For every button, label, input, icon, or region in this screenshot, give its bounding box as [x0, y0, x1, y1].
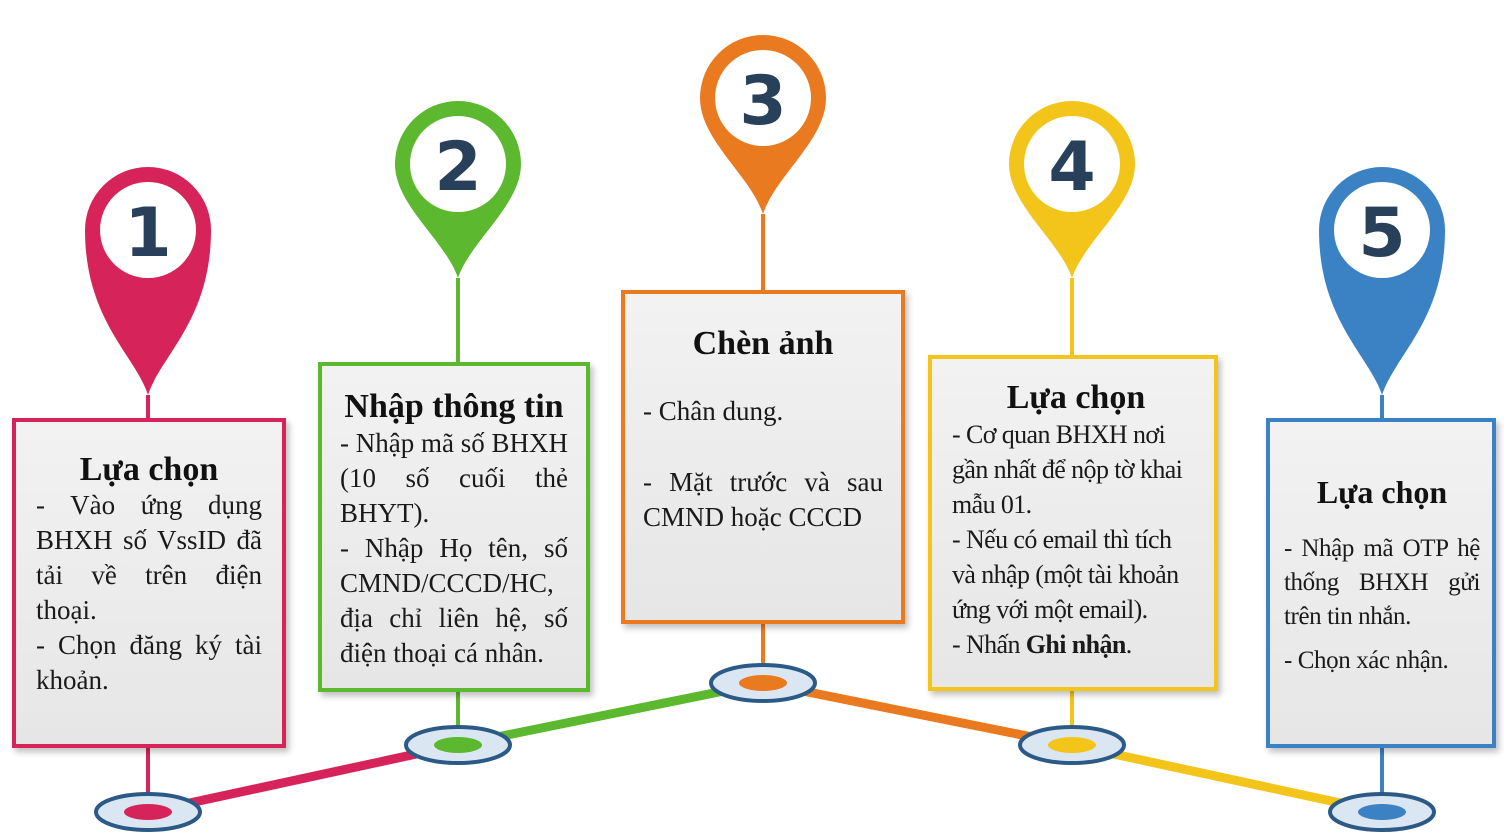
base-ring-4	[1018, 725, 1126, 765]
step-1-line-2: - Chọn đăng ký tài khoản.	[36, 630, 262, 695]
step-text-5: - Nhập mã OTP hệ thống BHXH gửi trên tin…	[1284, 532, 1480, 678]
step-box-5: Lựa chọn - Nhập mã OTP hệ thống BHXH gửi…	[1266, 418, 1496, 748]
step-2-line-1: - Nhập mã số BHXH (10 số cuối thẻ BHYT).	[340, 428, 568, 528]
step-3-line-2: - Mặt trước và sau CMND hoặc CCCD	[643, 467, 883, 532]
connector-4-5	[1067, 740, 1387, 817]
base-ring-1	[94, 792, 202, 832]
connector-1-2	[143, 740, 463, 817]
step-box-1: Lựa chọn - Vào ứng dụng BHXH số VssID đã…	[12, 418, 286, 748]
step-box-3: Chèn ảnh - Chân dung. - Mặt trước và sau…	[621, 290, 905, 624]
step-text-2: - Nhập mã số BHXH (10 số cuối thẻ BHYT).…	[340, 426, 568, 671]
step-number-3: 3	[739, 62, 786, 141]
step-title-1: Lựa chọn	[79, 451, 219, 488]
base-ring-3	[709, 663, 817, 703]
step-title-2: Nhập thông tin	[344, 388, 564, 425]
step-4-line-3-prefix: - Nhấn	[952, 630, 1026, 659]
step-2-line-2: - Nhập Họ tên, số CMND/CCCD/HC, địa chỉ …	[340, 533, 568, 668]
step-text-1: - Vào ứng dụng BHXH số VssID đã tải về t…	[36, 488, 262, 698]
step-title-5: Lựa chọn	[1316, 474, 1448, 510]
map-pin-icon-5: 5	[1319, 167, 1445, 395]
step-4-bold-action: Ghi nhận	[1025, 630, 1127, 659]
connector-3-4	[758, 678, 1077, 750]
step-number-4: 4	[1048, 128, 1095, 207]
step-number-2: 2	[434, 128, 481, 207]
map-pin-icon-4: 4	[1009, 101, 1135, 278]
map-pin-icon-3: 3	[700, 35, 826, 214]
step-4-line-1: - Cơ quan BHXH nơi gần nhất để nộp tờ kh…	[952, 420, 1183, 519]
step-title-3: Chèn ảnh	[692, 325, 834, 362]
base-ring-2	[404, 725, 512, 765]
step-box-2: Nhập thông tin - Nhập mã số BHXH (10 số …	[318, 362, 590, 692]
step-box-4: Lựa chọn - Cơ quan BHXH nơi gần nhất để …	[928, 355, 1218, 691]
step-5-line-2: - Chọn xác nhận.	[1284, 647, 1449, 674]
step-5-line-1: - Nhập mã OTP hệ thống BHXH gửi trên tin…	[1284, 535, 1480, 630]
base-ring-5	[1328, 792, 1436, 832]
step-text-3: - Chân dung. - Mặt trước và sau CMND hoặ…	[643, 394, 883, 535]
step-4-line-2: - Nếu có email thì tích và nhập (một tài…	[952, 525, 1179, 624]
step-text-4: - Cơ quan BHXH nơi gần nhất để nộp tờ kh…	[952, 417, 1200, 662]
step-4-line-3: - Nhấn Ghi nhận.	[952, 627, 1200, 662]
map-pin-icon-2: 2	[395, 101, 521, 278]
step-1-line-1: - Vào ứng dụng BHXH số VssID đã tải về t…	[36, 490, 262, 625]
step-number-1: 1	[124, 194, 171, 273]
connector-2-3	[453, 678, 768, 750]
map-pin-icon-1: 1	[85, 167, 211, 395]
step-4-line-3-suffix: .	[1125, 630, 1132, 659]
step-number-5: 5	[1358, 194, 1405, 273]
step-title-4: Lựa chọn	[1006, 379, 1146, 416]
step-3-line-1: - Chân dung.	[643, 396, 784, 426]
